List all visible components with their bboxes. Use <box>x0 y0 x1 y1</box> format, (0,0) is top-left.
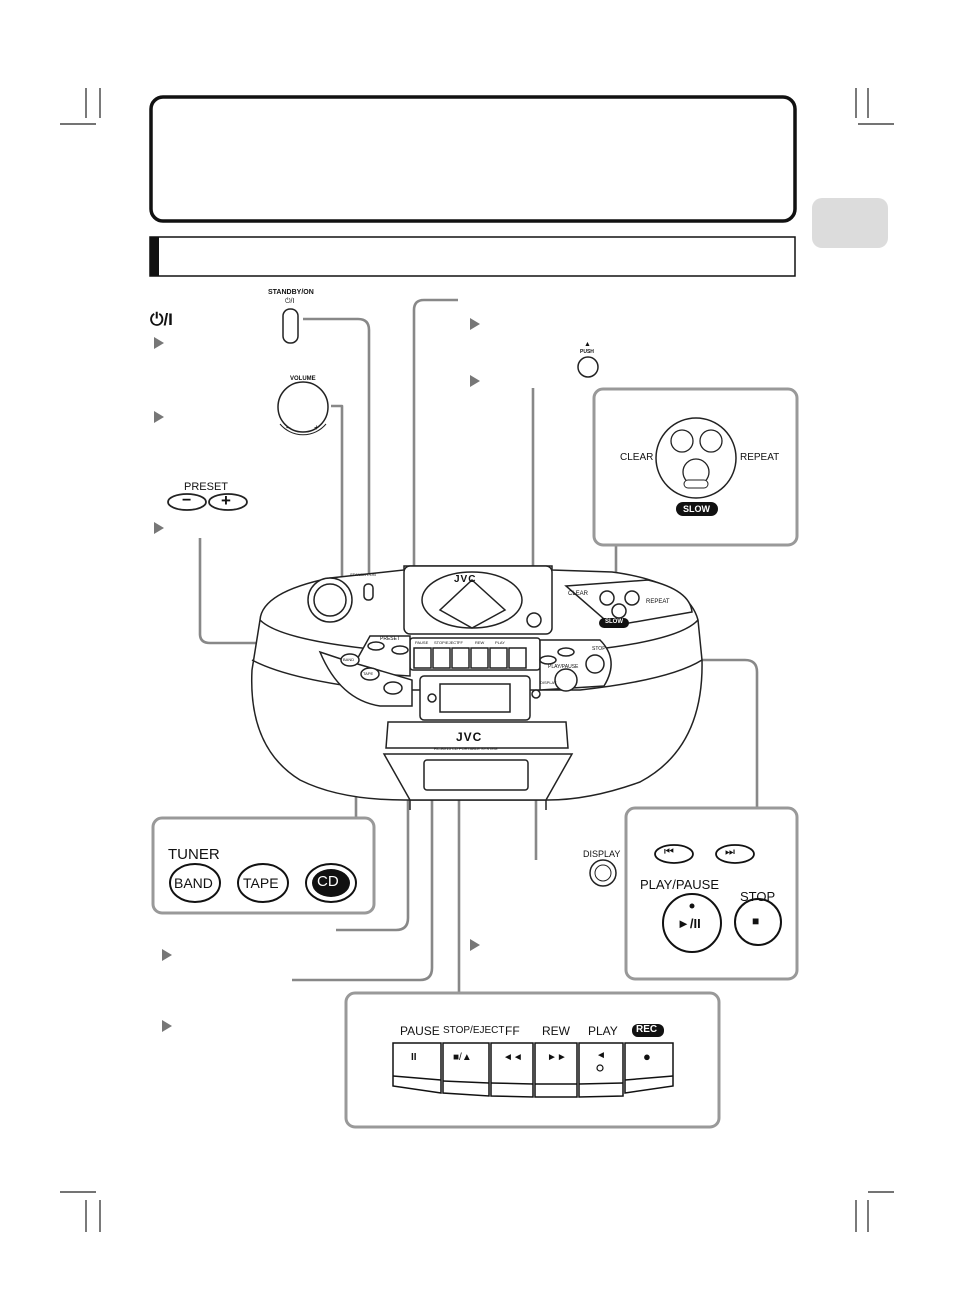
source-button-panel <box>151 816 376 915</box>
stop-eject-icon: ■/▲ <box>453 1052 472 1063</box>
volume-label: VOLUME <box>290 376 316 382</box>
play-pause-label: PLAY/PAUSE <box>640 877 719 892</box>
boombox-display-label: DISPLAY <box>540 680 557 685</box>
language-tab <box>812 198 888 248</box>
boombox-repeat-label: REPEAT <box>646 599 670 605</box>
cd-play-panel <box>624 806 799 981</box>
band-button-label: BAND <box>174 875 213 891</box>
section-heading-box <box>149 236 796 277</box>
cd-control-panel <box>592 387 799 547</box>
volume-minus: – <box>286 423 291 432</box>
boombox-band-label: BAND <box>343 657 355 662</box>
rewind-icon: ►► <box>547 1052 567 1063</box>
tape-rec-label: REC <box>636 1024 658 1035</box>
boombox-slow-badge <box>599 618 629 628</box>
tape-control-panel <box>344 991 721 1129</box>
title-box <box>149 95 797 223</box>
tape-stop-eject-label: STOP/EJECT <box>443 1025 505 1036</box>
boombox-clear-label: CLEAR <box>568 591 589 597</box>
boombox-preset-label: PRESET <box>380 636 401 642</box>
play-pause-icon: ►/II <box>677 916 701 931</box>
push-symbol: ▲ <box>584 341 591 348</box>
boombox-brand-front: JVC <box>456 730 483 744</box>
boombox-ff-label: FF <box>458 640 463 645</box>
tape-rew-label: REW <box>542 1024 570 1038</box>
record-icon: ● <box>643 1049 651 1064</box>
boombox-play-label: PLAY <box>495 640 505 645</box>
tuner-label: TUNER <box>168 846 220 863</box>
boombox-illustration <box>250 565 703 810</box>
boombox-stopeject-label: STOP/EJECT <box>434 640 459 645</box>
next-icon: ⏭ <box>725 846 735 858</box>
standby-symbol: ⏻/I <box>285 298 295 305</box>
cd-button-label: CD <box>317 873 339 890</box>
display-button-large <box>589 859 617 887</box>
stop-icon: ■ <box>752 914 760 928</box>
preset-buttons-large <box>167 493 248 511</box>
stop-label: STOP <box>740 889 776 904</box>
fast-forward-icon: ◄◄ <box>503 1052 523 1063</box>
boombox-model: RC-BX15 CD PORTABLE SYSTEM <box>434 746 498 751</box>
play-icon: ◄ <box>596 1050 606 1061</box>
repeat-label: REPEAT <box>740 452 780 463</box>
volume-knob-large <box>277 381 329 436</box>
boombox-standby-label: STANDBY/ON <box>350 572 376 577</box>
tape-pause-label: PAUSE <box>400 1024 440 1038</box>
crop-marks <box>60 88 894 1232</box>
preset-minus: − <box>182 492 192 509</box>
boombox-playpause-label: PLAY/PAUSE <box>548 664 579 670</box>
standby-button-large <box>282 308 299 344</box>
section-heading-bar <box>150 237 159 276</box>
slow-label: SLOW <box>683 504 710 514</box>
push-label: PUSH <box>580 349 594 355</box>
boombox-rew-label: REW <box>475 640 485 645</box>
volume-plus: + <box>314 423 319 432</box>
pause-icon: II <box>411 1052 417 1063</box>
tape-ff-label: FF <box>505 1024 520 1038</box>
cd-door-push-button <box>577 356 599 378</box>
clear-label: CLEAR <box>620 452 654 463</box>
standby-symbol-label: ⏻/I <box>150 310 173 329</box>
boombox-brand: JVC <box>454 574 477 585</box>
preset-label: PRESET <box>184 481 229 493</box>
boombox-slow-label: SLOW <box>605 619 623 625</box>
tape-play-label: PLAY <box>588 1024 618 1038</box>
display-label: DISPLAY <box>583 849 621 859</box>
boombox-stop-label: STOP <box>592 646 606 652</box>
preset-plus: + <box>221 491 231 510</box>
boombox-pause-label: PAUSE <box>415 640 429 645</box>
prev-icon: ⏮ <box>664 846 674 858</box>
standby-label: STANDBY/ON <box>268 289 314 296</box>
boombox-tape-label: TAPE <box>363 671 374 676</box>
tape-button-label: TAPE <box>243 875 279 891</box>
